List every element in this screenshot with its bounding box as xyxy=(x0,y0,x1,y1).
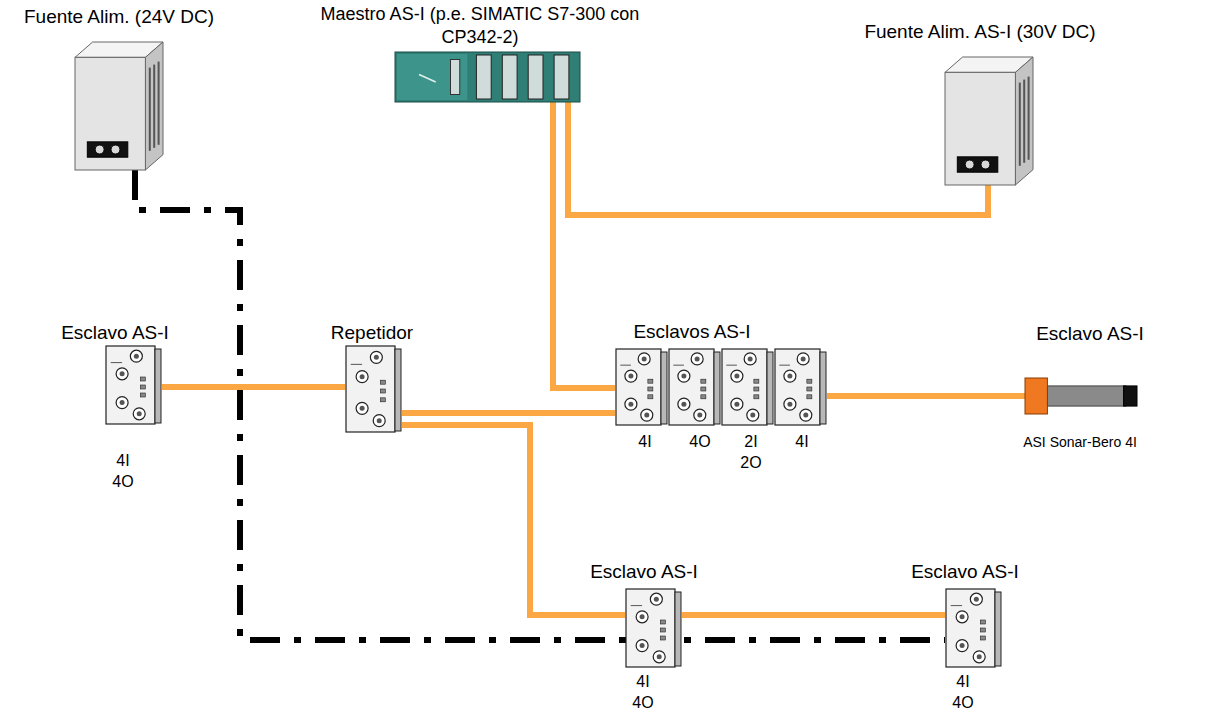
power-supply-icon xyxy=(945,57,1033,185)
as-i-master-icon xyxy=(395,52,580,102)
slave-module-icon xyxy=(668,348,721,426)
device-label: ASI Sonar-Bero 4I xyxy=(1023,433,1137,451)
sonar-sensor-icon xyxy=(1025,378,1137,414)
slave-module-icon xyxy=(625,588,682,668)
device-label: Maestro AS-I (p.e. SIMATIC S7-300 con CP… xyxy=(308,3,653,50)
as-i-cable xyxy=(682,612,945,618)
as-i-cable xyxy=(568,102,988,215)
as-i-cable xyxy=(402,425,625,615)
slave-module-icon xyxy=(615,348,668,426)
device-label: Esclavo AS-I xyxy=(590,560,698,585)
slave-module-icon xyxy=(105,345,162,425)
device-label: Fuente Alim. (24V DC) xyxy=(24,5,214,30)
device-label: Esclavos AS-I xyxy=(633,320,750,345)
slave-module: Esclavo AS-I4I 4O xyxy=(105,345,162,425)
slave-module: 4I xyxy=(774,348,827,426)
sonar-sensor: Esclavo AS-IASI Sonar-Bero 4I xyxy=(1025,378,1137,414)
device-label: Esclavo AS-I xyxy=(61,321,169,346)
device-label: Esclavo AS-I xyxy=(1036,322,1144,347)
power-supply: Fuente Alim. (24V DC) xyxy=(75,42,163,170)
repeater: Repetidor xyxy=(345,345,402,433)
slave-module-icon xyxy=(721,348,774,426)
slave-module-icon xyxy=(945,588,1002,668)
device-label: 4I 4O xyxy=(948,672,978,714)
as-i-cable xyxy=(162,384,345,390)
as-i-master: Maestro AS-I (p.e. SIMATIC S7-300 con CP… xyxy=(395,52,580,102)
slave-module: Esclavo AS-I4I 4O xyxy=(945,588,1002,668)
repeater-icon xyxy=(345,345,402,433)
power-supply: Fuente Alim. AS-I (30V DC) xyxy=(945,57,1033,185)
as-i-cable xyxy=(402,410,615,416)
device-label: Esclavo AS-I xyxy=(911,560,1019,585)
power-cable xyxy=(135,170,945,640)
slave-module: 4O xyxy=(668,348,721,426)
slave-module: 2I 2O xyxy=(721,348,774,426)
device-label: Repetidor xyxy=(331,321,413,346)
slave-module: Esclavo AS-I4I 4O xyxy=(625,588,682,668)
slave-module-icon xyxy=(774,348,827,426)
device-label: Fuente Alim. AS-I (30V DC) xyxy=(864,20,1095,45)
as-i-cable xyxy=(827,393,1025,399)
as-i-cable xyxy=(553,102,615,388)
slave-module: 4I xyxy=(615,348,668,426)
slave-group: Esclavos AS-I4I4O2I 2O4I xyxy=(615,348,827,426)
device-label: 4O xyxy=(685,432,715,453)
device-label: 4I 4O xyxy=(108,451,138,493)
device-label: 2I 2O xyxy=(736,432,766,474)
device-label: 4I 4O xyxy=(628,672,658,714)
device-label: 4I xyxy=(787,432,817,453)
device-label: 4I xyxy=(630,432,660,453)
power-supply-icon xyxy=(75,42,163,170)
